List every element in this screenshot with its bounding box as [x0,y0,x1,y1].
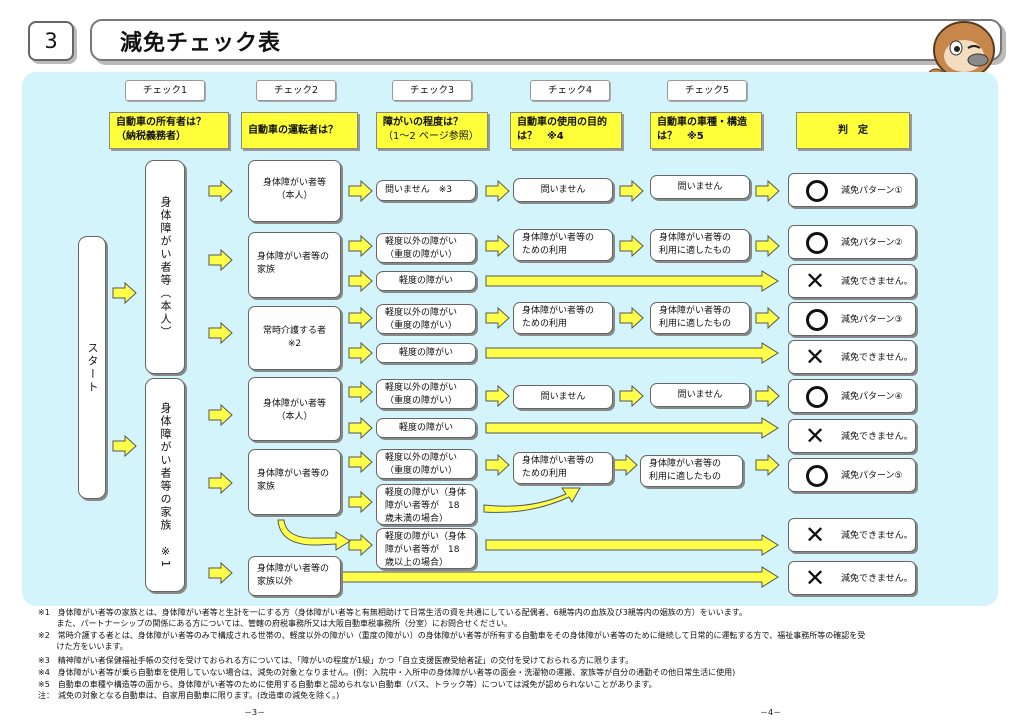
driver-caregiver: 常時介護する者※2 [248,306,341,370]
note-2b: けた方をいいます。 [38,642,128,651]
purpose-for-use-2: 身体障がい者等のための利用 [513,302,613,334]
vehicle-suited-1: 身体障がい者等の利用に適したもの [650,229,750,261]
degree-severe-1: 軽度以外の障がい（重度の障がい） [376,233,476,263]
purpose-any-2: 問いません [513,385,613,409]
driver-family-2: 身体障がい者等の家族 [248,449,341,515]
result-pattern-5: 減免パターン⑤ [788,458,916,492]
page-number-4: －4－ [760,708,782,717]
title-bar [90,19,1002,61]
circle-icon [806,465,828,487]
check-2: チェック2 [256,80,336,101]
result-pattern-1: 減免パターン① [788,173,916,207]
result-pattern-3: 減免パターン③ [788,302,916,336]
degree-severe-2: 軽度以外の障がい（重度の障がい） [376,304,476,334]
header-purpose: 自動車の使用の目的は？ ※4 [510,112,622,149]
degree-light-3: 軽度の障がい [376,418,476,438]
purpose-for-use-1: 身体障がい者等のための利用 [513,229,613,261]
note-4: ※4 身体障がい者等が乗ら自動車を使用していない場合は、減免の対象となりません。… [38,668,736,677]
circle-icon [806,386,828,408]
note-2: ※2 常時介護する者とは、身体障がい者等のみで構成される世帯の、軽度以外の障がい… [38,631,866,640]
owner-self-box: 身体障がい者等（本人） [145,160,185,374]
circle-icon [806,180,828,202]
vehicle-any-1: 問いません [650,175,750,199]
vehicle-suited-2: 身体障がい者等の利用に適したもの [650,302,750,334]
page-number-3: －3－ [244,708,266,717]
cross-icon: ✕ [805,267,826,295]
driver-family-1: 身体障がい者等の家族 [248,232,341,298]
degree-light-1: 軽度の障がい [376,271,476,291]
vehicle-any-2: 問いません [650,383,750,407]
header-vehicle: 自動車の車種・構造は？ ※5 [650,112,762,149]
section-number: 3 [28,21,74,61]
degree-severe-4: 軽度以外の障がい（重度の障がい） [376,449,476,479]
note-caution: 注： 減免の対象となる自動車は、自家用自動車に限ります。(改造車の減免を除く。) [38,691,340,700]
check-4: チェック4 [530,80,610,101]
check-3: チェック3 [392,80,472,101]
vehicle-suited-3: 身体障がい者等の利用に適したもの [640,455,743,487]
result-none-4: ✕減免できません。 [788,518,916,552]
cross-icon: ✕ [805,343,826,371]
owner-family-box: 身体障がい者等の家族 ※1 [145,378,185,592]
result-none-5: ✕減免できません。 [788,561,916,595]
degree-any: 問いません ※3 [376,180,476,201]
header-owner: 自動車の所有者は？（納税義務者） [109,112,229,149]
start-box: スタート [78,236,106,499]
result-pattern-2: 減免パターン② [788,225,916,259]
circle-icon [806,309,828,331]
driver-self-2: 身体障がい者等（本人） [248,377,341,441]
cross-icon: ✕ [805,521,826,549]
note-1: ※1 身体障がい者等の家族とは、身体障がい者等と生計を一にする方（身体障がい者等… [38,608,748,617]
header-driver: 自動車の運転者は？ [241,112,358,149]
note-5: ※5 自動車の車種や構造等の面から、身体障がい者等のために使用する自動車と認めら… [38,680,657,689]
driver-non-family: 身体障がい者等の家族以外 [248,556,341,596]
header-judgement: 判 定 [796,112,910,149]
note-1b: また、パートナーシップの関係にある方については、管轄の府税事務所又は大阪自動車税… [38,619,512,628]
cross-icon: ✕ [805,564,826,592]
purpose-any-1: 問いません [513,178,613,202]
page-title: 減免チェック表 [120,31,282,56]
check-5: チェック5 [667,80,747,101]
result-pattern-4: 減免パターン④ [788,379,916,413]
degree-severe-3: 軽度以外の障がい（重度の障がい） [376,379,476,409]
result-none-3: ✕減免できません。 [788,419,916,453]
result-none-1: ✕減免できません。 [788,264,916,298]
cross-icon: ✕ [805,422,826,450]
purpose-for-use-3: 身体障がい者等のための利用 [513,452,613,484]
check-1: チェック1 [125,80,205,101]
circle-icon [806,232,828,254]
degree-light-2: 軽度の障がい [376,343,476,363]
driver-self-1: 身体障がい者等（本人） [248,160,341,222]
header-degree: 障がいの程度は？（1～2 ページ参照） [376,112,488,149]
result-none-2: ✕減免できません。 [788,340,916,374]
note-3: ※3 精神障がい者保健福祉手帳の交付を受けておられる方については、「障がいの程度… [38,656,634,665]
